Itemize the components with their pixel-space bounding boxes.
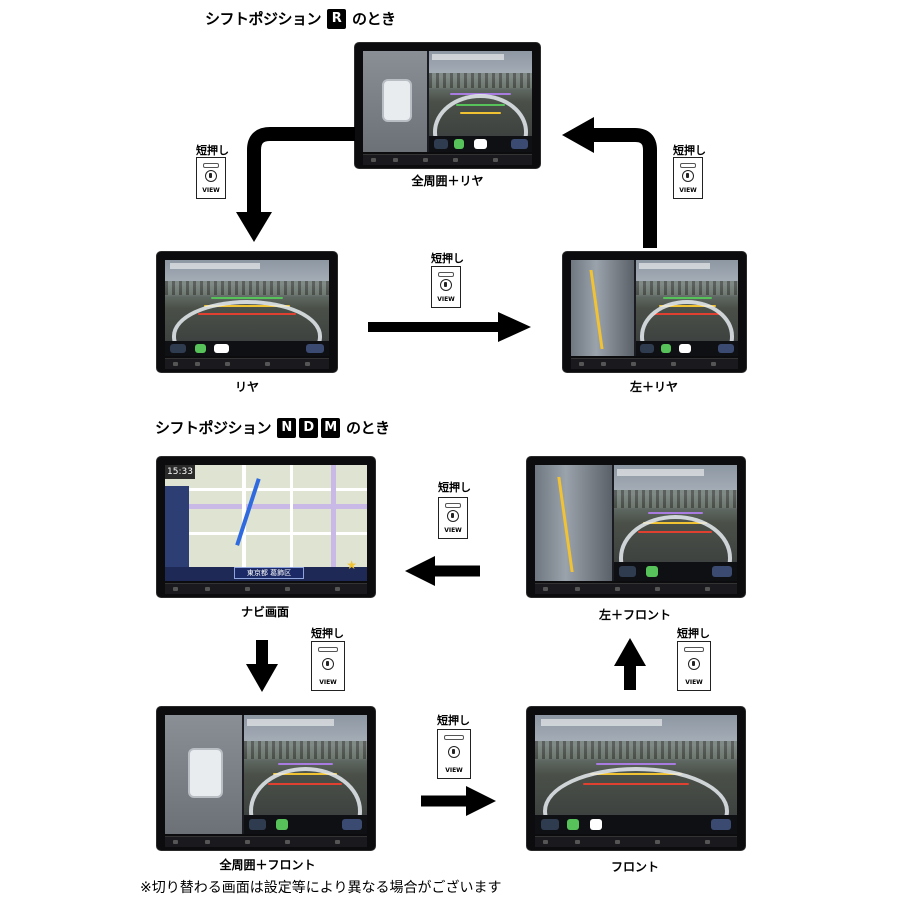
- star-icon[interactable]: ★: [346, 557, 357, 572]
- heading-prefix: シフトポジション: [205, 10, 322, 28]
- arrow-to-left-rear: [368, 312, 531, 342]
- press-label: 短押し: [311, 627, 344, 640]
- front-camera-view: [243, 715, 367, 815]
- address-text: 東京都 葛飾区: [246, 569, 292, 578]
- view-label: VIEW: [444, 527, 462, 534]
- camera-knob-icon: [447, 510, 459, 522]
- overhead-view: [165, 715, 242, 834]
- screen-front: [527, 707, 745, 850]
- rear-camera-view: [165, 260, 329, 341]
- view-label: VIEW: [437, 296, 455, 303]
- arrow-to-all-around-front: [246, 640, 278, 692]
- clock: 15:33: [165, 465, 195, 479]
- shift-key-n: N: [277, 417, 297, 438]
- heading-suffix: のとき: [352, 10, 396, 28]
- front-camera-view: [535, 715, 737, 815]
- press-label: 短押し: [677, 627, 710, 640]
- view-button[interactable]: VIEW: [196, 157, 226, 199]
- heading-prefix: シフトポジション: [155, 419, 272, 437]
- view-button[interactable]: VIEW: [677, 641, 711, 691]
- arrow-to-navi: [405, 556, 480, 586]
- press-label: 短押し: [438, 481, 471, 494]
- caption-ndm-all-front: 全周囲＋フロント: [219, 858, 316, 872]
- view-button[interactable]: VIEW: [437, 729, 471, 779]
- section-heading-ndm: シフトポジション N D M のとき: [155, 417, 390, 438]
- view-label: VIEW: [202, 187, 220, 194]
- screen-left-front: [527, 457, 745, 597]
- view-label: VIEW: [685, 679, 703, 686]
- view-label: VIEW: [445, 767, 463, 774]
- press-label: 短押し: [431, 252, 464, 265]
- arrow-to-all-around-rear: [562, 117, 657, 248]
- press-label: 短押し: [673, 144, 706, 157]
- press-label: 短押し: [196, 144, 229, 157]
- arrow-to-left-front: [614, 638, 646, 690]
- rear-camera-view: [428, 51, 532, 136]
- footnote: ※切り替わる画面は設定等により異なる場合がございます: [140, 880, 502, 896]
- shift-key-m: M: [321, 417, 341, 438]
- front-camera-view: [613, 465, 737, 563]
- caption-r-left: リヤ: [234, 380, 259, 394]
- camera-knob-icon: [440, 279, 452, 291]
- left-side-view: [535, 465, 612, 581]
- screen-all-around-rear: [355, 43, 540, 168]
- section-heading-r: シフトポジション R のとき: [205, 8, 396, 29]
- arrow-to-front: [421, 786, 496, 816]
- arrow-to-rear: [236, 127, 355, 242]
- camera-knob-icon: [448, 746, 460, 758]
- view-button[interactable]: VIEW: [438, 497, 468, 539]
- view-label: VIEW: [679, 187, 697, 194]
- address-bar: 東京都 葛飾区: [233, 567, 305, 579]
- caption-ndm-front: フロント: [610, 860, 659, 874]
- camera-knob-icon: [205, 170, 217, 182]
- heading-suffix: のとき: [346, 419, 390, 437]
- screen-left-rear: [563, 252, 746, 372]
- camera-knob-icon: [688, 658, 700, 670]
- left-side-view: [571, 260, 635, 356]
- screen-navi: 15:33 東京都 葛飾区 ★: [157, 457, 375, 597]
- shift-key-d: D: [299, 417, 319, 438]
- screen-all-around-front: [157, 707, 375, 850]
- view-button[interactable]: VIEW: [673, 157, 703, 199]
- screen-rear: [157, 252, 337, 372]
- caption-r-top: 全周囲＋リヤ: [411, 174, 484, 188]
- shift-key-r: R: [327, 8, 347, 29]
- overhead-view: [363, 51, 428, 152]
- caption-r-right: 左＋リヤ: [629, 380, 678, 394]
- view-label: VIEW: [319, 679, 337, 686]
- navigation-map: 15:33 東京都 葛飾区 ★: [165, 465, 367, 581]
- caption-ndm-navi: ナビ画面: [240, 605, 289, 619]
- view-button[interactable]: VIEW: [311, 641, 345, 691]
- camera-knob-icon: [322, 658, 334, 670]
- caption-ndm-left-front: 左＋フロント: [598, 608, 671, 622]
- camera-knob-icon: [682, 170, 694, 182]
- view-button[interactable]: VIEW: [431, 266, 461, 308]
- press-label: 短押し: [437, 714, 470, 727]
- rear-camera-view: [636, 260, 738, 341]
